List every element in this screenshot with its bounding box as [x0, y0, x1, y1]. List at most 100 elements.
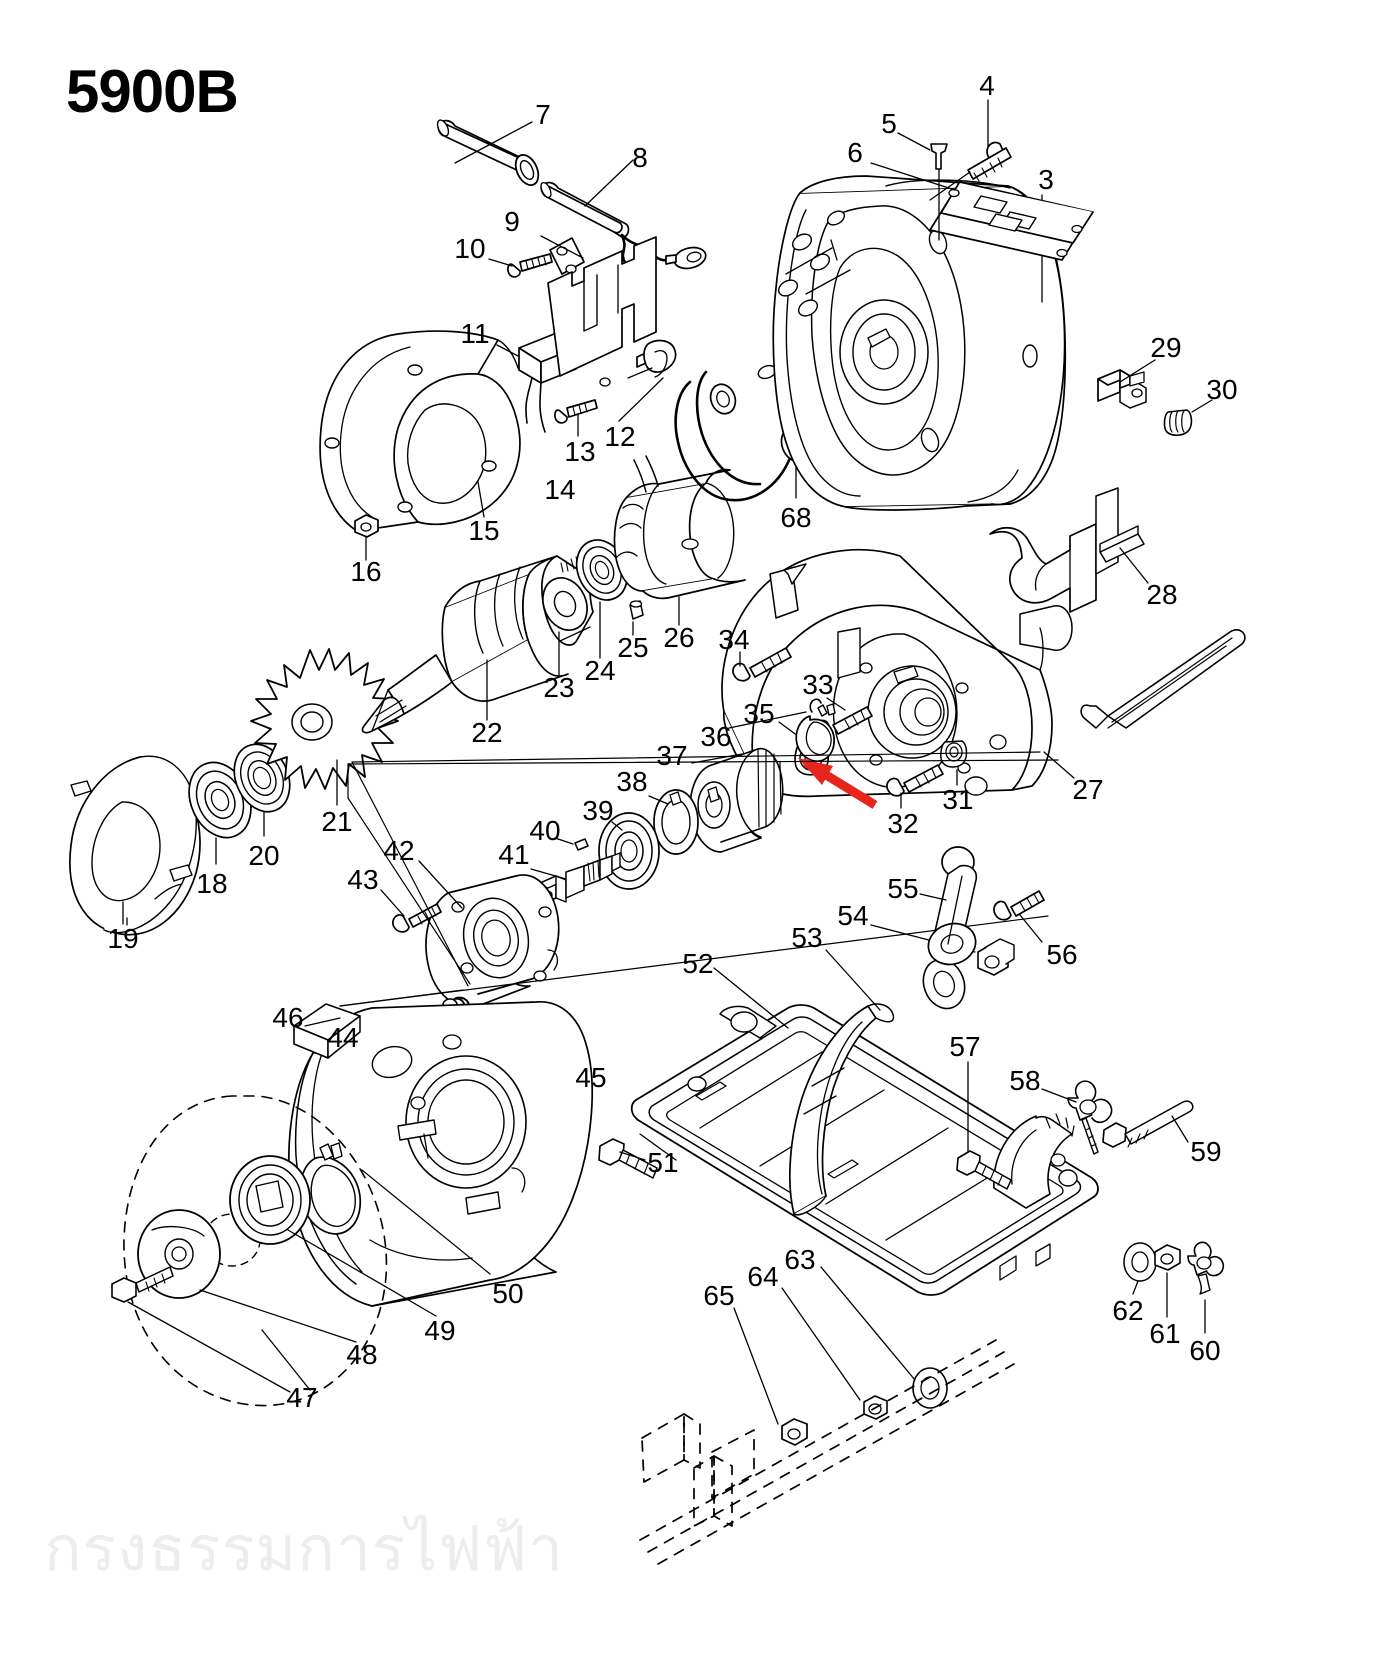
callout-31: 31: [942, 784, 974, 815]
blade-bolt: [111, 1266, 174, 1303]
part-47-blade-outline: [123, 1095, 388, 1407]
part-54-nut: [977, 938, 1015, 976]
part-6-nameplate: [929, 181, 1094, 261]
part-32-screw: [886, 764, 944, 797]
part-49-outer-flange: [229, 1155, 311, 1245]
part-20-bearing: [233, 743, 291, 813]
callout-40: 40: [529, 815, 561, 846]
callout-63: 63: [784, 1244, 816, 1275]
page-title: 5900B: [66, 58, 239, 125]
part-58-wing-nut: [1067, 1080, 1113, 1155]
callout-65: 65: [703, 1280, 735, 1311]
callout-53: 53: [791, 922, 823, 953]
part-26-field: [613, 455, 746, 600]
part-38-seal-ring: [653, 789, 699, 855]
callout-35: 35: [743, 698, 775, 729]
callout-16: 16: [350, 556, 382, 587]
part-60-wing-nut: [1187, 1241, 1225, 1295]
callout-43: 43: [347, 864, 379, 895]
callout-58: 58: [1009, 1065, 1041, 1096]
callout-41: 41: [498, 839, 530, 870]
callout-36: 36: [700, 721, 732, 752]
callout-30: 30: [1206, 374, 1238, 405]
callout-10: 10: [454, 233, 486, 264]
part-50-retaining-ring: [299, 1142, 362, 1235]
part-21-fan: [250, 648, 399, 790]
part-51-screw: [598, 1138, 658, 1179]
callout-49: 49: [424, 1315, 456, 1346]
callout-38: 38: [616, 766, 648, 797]
callout-25: 25: [617, 632, 649, 663]
callout-26: 26: [663, 622, 695, 653]
part-12-switch: [547, 236, 677, 387]
callout-5: 5: [881, 108, 897, 139]
rip-fence-dashed: [639, 1339, 1015, 1565]
part-4-screw: [967, 141, 1012, 182]
part-61-nut: [1154, 1244, 1181, 1271]
callout-32: 32: [887, 808, 919, 839]
part-65-nut: [781, 1418, 808, 1446]
part-55-lever: [927, 846, 978, 966]
callout-62: 62: [1112, 1295, 1144, 1326]
part-34-screw: [732, 647, 792, 682]
part-42-bearing-retainer: [425, 874, 560, 1008]
callout-18: 18: [196, 868, 228, 899]
group-frame: [347, 759, 1059, 985]
callout-9: 9: [504, 206, 520, 237]
callout-22: 22: [471, 717, 503, 748]
callout-15: 15: [468, 515, 500, 546]
callout-27: 27: [1072, 774, 1104, 805]
callout-20: 20: [248, 840, 280, 871]
part-30-brush-cap: [1163, 409, 1193, 436]
callout-28: 28: [1146, 579, 1178, 610]
part-10-screw: [507, 253, 553, 278]
callout-50: 50: [492, 1278, 524, 1309]
part-59-bolt: [1102, 1100, 1194, 1148]
callout-64: 64: [747, 1261, 779, 1292]
highlight-arrow: [798, 758, 878, 809]
callout-21: 21: [321, 806, 353, 837]
callout-68: 68: [780, 502, 812, 533]
watermark-text: กรงธรรมการไฟฟ้า: [44, 1515, 564, 1584]
part-46-safety-cover: [288, 1001, 593, 1307]
callout-37: 37: [656, 740, 688, 771]
callout-60: 60: [1189, 1335, 1221, 1366]
part-13-screw: [554, 399, 598, 424]
callout-7: 7: [535, 99, 551, 130]
callout-13: 13: [564, 436, 596, 467]
callout-8: 8: [632, 142, 648, 173]
part-25-pin: [629, 600, 644, 620]
part-40-key: [574, 838, 589, 851]
part-56-screw: [993, 890, 1045, 921]
part-52-base-plate: [630, 1004, 1157, 1296]
callout-44: 44: [327, 1022, 359, 1053]
callout-46: 46: [272, 1002, 304, 1033]
part-37-gear: [689, 747, 784, 853]
callout-19: 19: [107, 923, 139, 954]
part-31-collar: [940, 740, 968, 768]
callout-11: 11: [460, 318, 490, 349]
callout-29: 29: [1150, 332, 1182, 363]
callout-52: 52: [682, 948, 714, 979]
callout-48: 48: [346, 1339, 378, 1370]
callout-42: 42: [383, 835, 415, 866]
part-57-screw: [956, 1150, 1012, 1190]
callout-6: 6: [847, 137, 863, 168]
part-3-motor-housing: [772, 175, 1067, 511]
callout-14: 14: [544, 474, 576, 505]
part-15-gear-cover: [319, 330, 521, 532]
part-54-washer: [922, 958, 966, 1010]
part-63-washer: [912, 1367, 948, 1409]
callout-39: 39: [582, 795, 614, 826]
callout-33: 33: [802, 669, 834, 700]
callout-51: 51: [647, 1147, 679, 1178]
part-5-rivet: [930, 143, 948, 170]
part-28-wrench: [1080, 629, 1246, 729]
part-7-handle-tube: [436, 119, 540, 187]
part-36-retaining-ring: [795, 698, 836, 762]
callout-54: 54: [837, 900, 869, 931]
callout-59: 59: [1190, 1136, 1222, 1167]
callout-4: 4: [979, 70, 995, 101]
